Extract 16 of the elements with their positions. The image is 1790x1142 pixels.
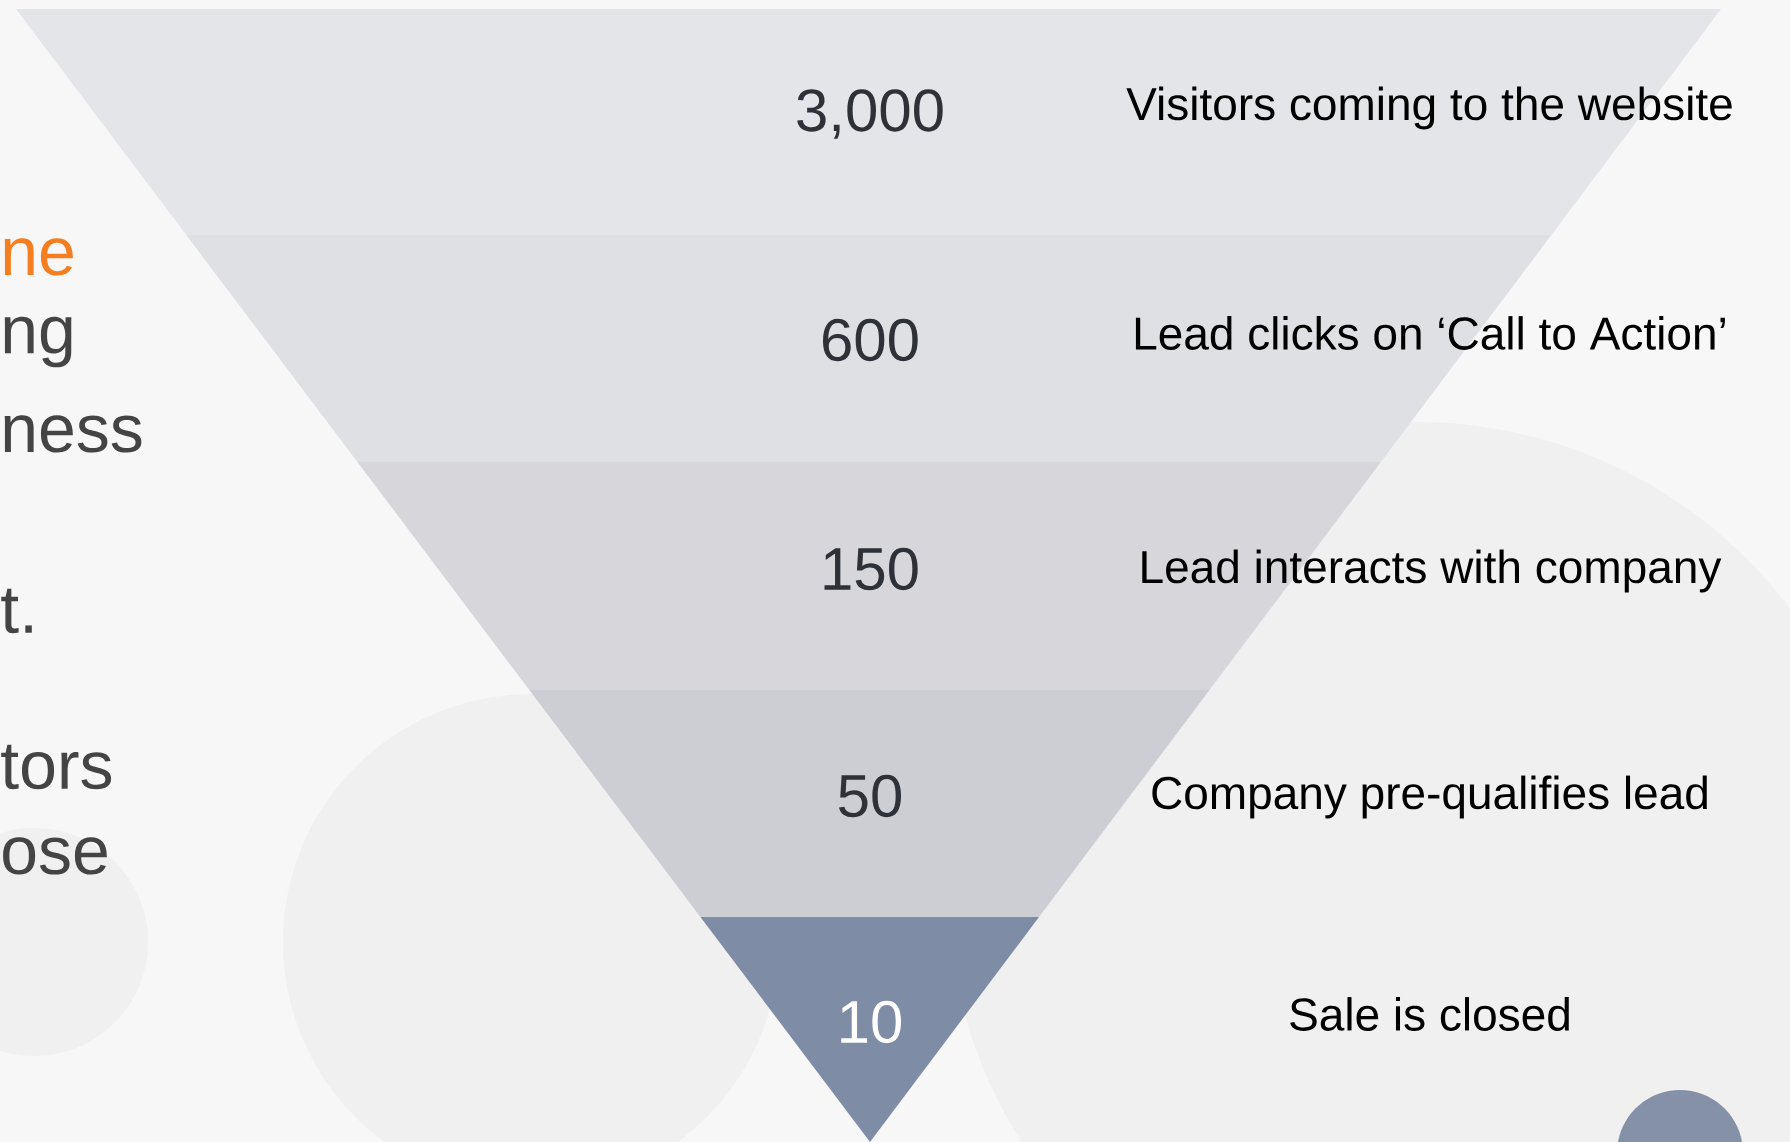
text-fragment: t. [1,588,32,634]
text-fragment: ne [4,238,73,276]
text-fragment: ose [3,837,107,875]
text-fragment: ng [4,316,72,368]
text-fragment: tors [1,744,112,790]
funnel-band: 150 Lead interacts with company [357,462,1722,690]
node-label: 3,000 [797,89,943,139]
node-label: Lead clicks on ‘Call to Action’ [1135,316,1725,350]
node-label: Visitors coming to the website [1126,86,1732,130]
node-label: Company pre-qualifies lead [1152,775,1707,819]
funnel-band: 10 [700,917,1039,1142]
funnel-band: 50 Company pre-qualifies lead [529,690,1707,917]
stage-description: Sale is closed [1290,997,1569,1031]
text-fragment: ness [4,415,142,453]
funnel-band: 600 Lead clicks on ‘Call to Action’ [186,235,1725,462]
node-label: 600 [823,318,918,362]
